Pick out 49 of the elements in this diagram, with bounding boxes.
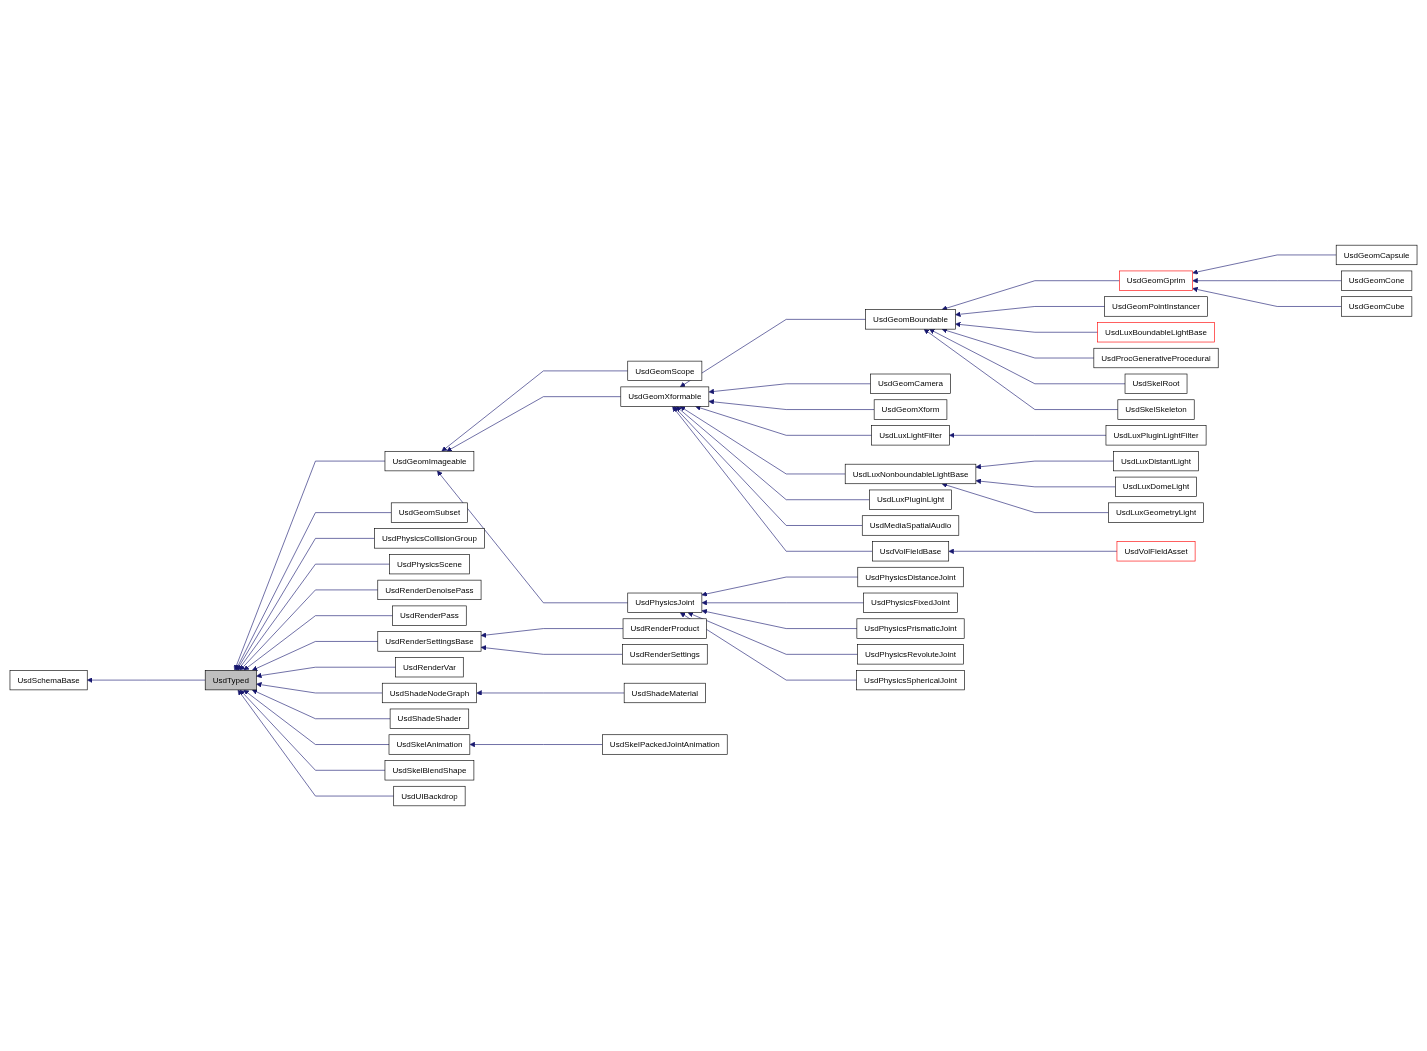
node-box: UsdSkelBlendShape [384,760,475,781]
node-box: UsdGeomCone [1341,270,1413,291]
node-box: UsdGeomXform [873,399,948,420]
node-box: UsdPhysicsPrismaticJoint [856,618,965,639]
node-box: UsdPhysicsScene [389,554,470,575]
node-box: UsdGeomGprim [1119,270,1193,291]
node-box: UsdRenderDenoisePass [377,579,482,600]
node-box: UsdSkelAnimation [388,734,471,755]
node-box: UsdSkelRoot [1124,373,1188,394]
node-box: UsdLuxDistantLight [1113,451,1199,472]
node-box: UsdRenderProduct [622,618,707,639]
node-box: UsdPhysicsFixedJoint [863,592,958,613]
node-box: UsdRenderVar [395,657,464,678]
node-box: UsdSkelSkeleton [1117,399,1195,420]
node-box: UsdShadeShader [389,708,470,729]
node-box: UsdUIBackdrop [393,785,466,807]
node-box: UsdLuxLightFilter [871,425,950,446]
node-box: UsdPhysicsCollisionGroup [374,528,485,549]
node-box: UsdLuxPluginLight [869,489,952,510]
node-box: UsdLuxPluginLightFilter [1105,425,1207,446]
node-box: UsdMediaSpatialAudio [861,515,960,536]
node-box: UsdGeomBoundable [865,309,956,330]
node-box: UsdSkelPackedJointAnimation [602,734,728,755]
node-box: UsdGeomSubset [390,502,468,523]
node-box: UsdVolFieldAsset [1116,541,1196,562]
node-box: UsdTyped [204,670,257,691]
node-box: UsdGeomCube [1341,296,1413,317]
node-box: UsdPhysicsRevoluteJoint [857,644,964,665]
node-box: UsdRenderSettings [622,644,708,665]
node-box: UsdVolFieldBase [872,541,950,562]
node-box: UsdGeomImageable [384,451,475,472]
node-box: UsdSchemaBase [9,670,88,691]
node-box: UsdGeomScope [627,360,703,381]
node-box: UsdPhysicsJoint [627,592,703,613]
node-box: UsdProcGenerativeProcedural [1093,347,1219,369]
node-box: UsdLuxNonboundableLightBase [844,463,977,485]
node-box: UsdRenderPass [392,605,467,626]
node-box: UsdPhysicsSphericalJoint [856,670,965,691]
node-box: UsdGeomPointInstancer [1104,296,1208,317]
node-box: UsdPhysicsDistanceJoint [857,566,964,588]
node-box: UsdRenderSettingsBase [377,631,482,652]
node-box: UsdLuxGeometryLight [1108,502,1204,523]
node-box: UsdShadeMaterial [623,682,706,704]
node-box: UsdShadeNodeGraph [381,682,477,704]
node-box: UsdGeomCamera [870,373,951,394]
node-box: UsdGeomCapsule [1335,244,1418,266]
node-box: UsdGeomXformable [620,386,710,407]
node-box: UsdLuxBoundableLightBase [1097,322,1215,343]
node-box: UsdLuxDomeLight [1115,476,1197,497]
